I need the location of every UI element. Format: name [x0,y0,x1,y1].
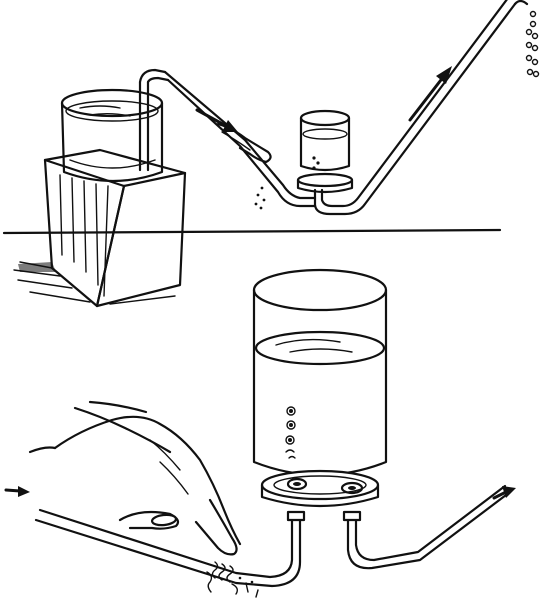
flow-arrow-up-outlet [410,66,452,120]
small-bottle [298,111,352,192]
bottle-stopper [262,471,378,506]
leak-drops-upper [255,187,266,210]
flow-arrow-lower-inlet [6,486,30,497]
hand-pressing-tube [30,402,240,554]
large-bottle [254,270,386,475]
siphon-tube-upper [140,70,315,206]
spray-drops-upper [527,12,539,77]
table-edge [4,230,500,233]
flow-arrow-down-siphon [197,110,238,132]
